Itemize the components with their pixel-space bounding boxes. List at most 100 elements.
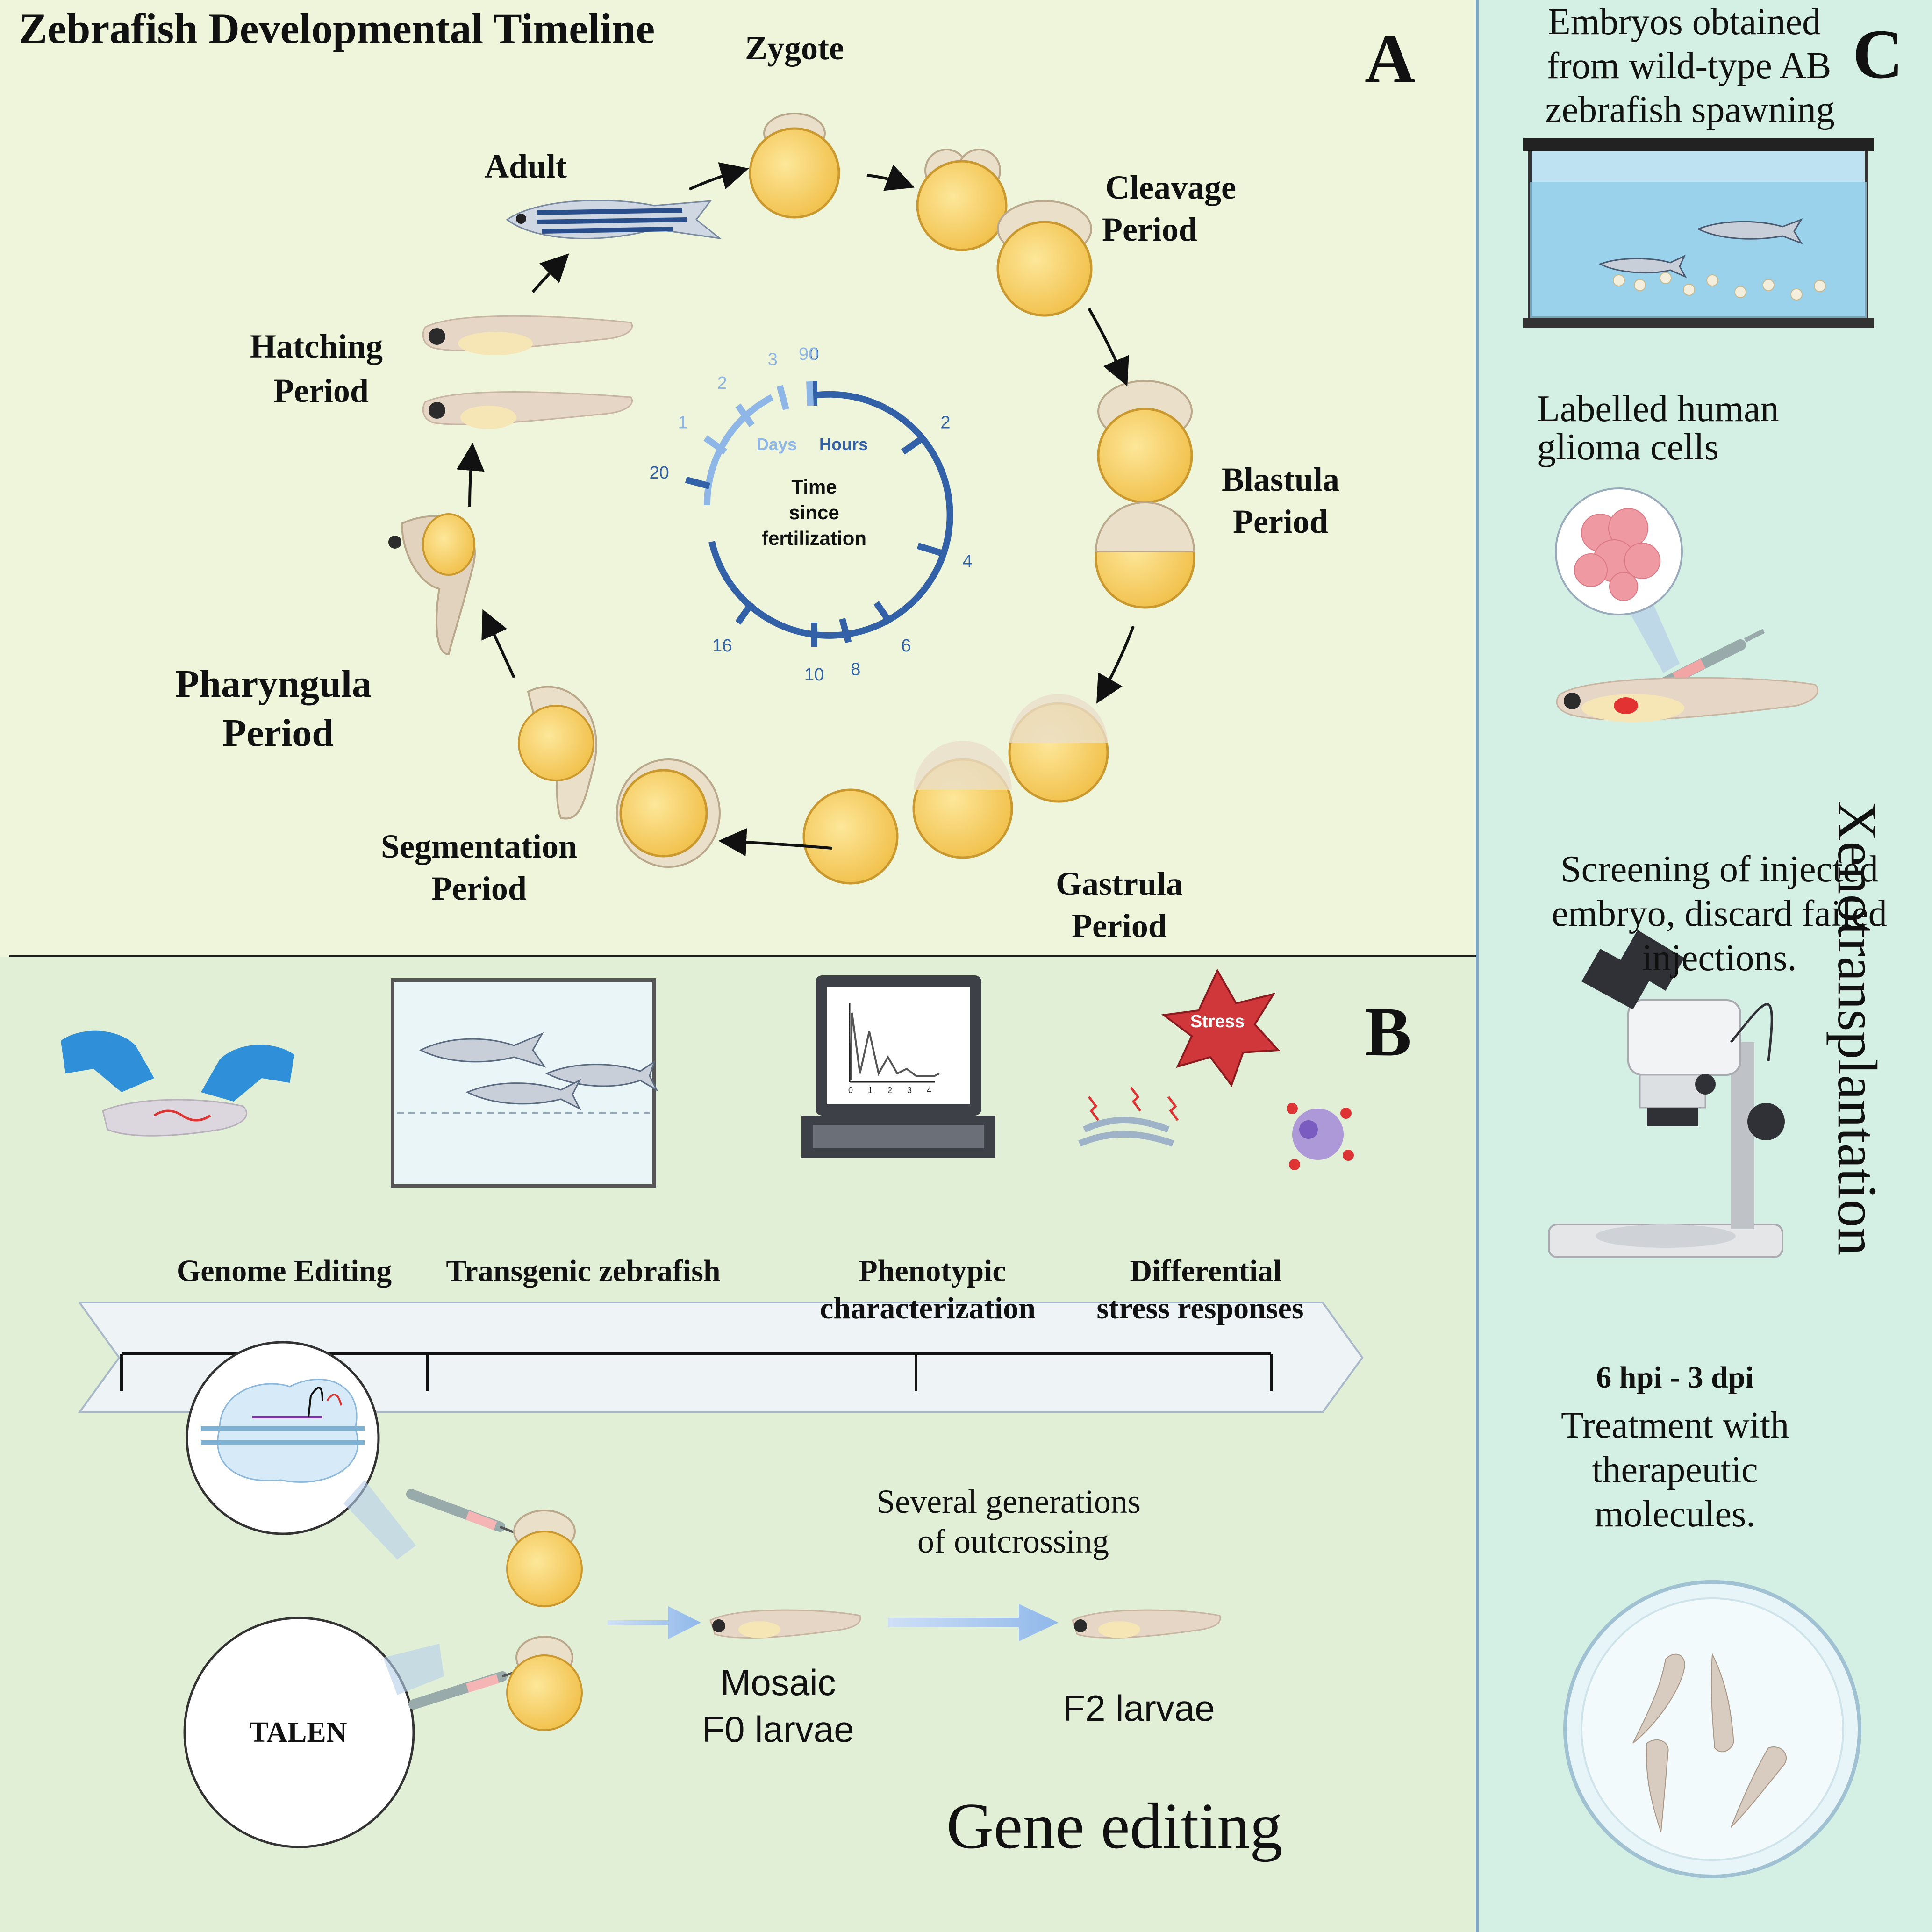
arrow-pharyngula-hatching [456,443,485,508]
injected-embryo-2 [506,1636,583,1731]
hatching-larva-1 [422,315,633,355]
outcrossing-label-1: Several generations [876,1483,1141,1520]
step-differential-2: stress responses [1096,1291,1304,1325]
clock-center-2: since [789,501,839,523]
petri-dish-icon [1563,1580,1861,1878]
embryos-label-2: from wild-type AB [1546,45,1832,86]
glioma-cells-icon [1555,487,1683,673]
panel-c-artwork [1523,138,1874,1878]
panel-divider [9,955,1476,957]
cycle-arrows [456,162,1135,856]
syringe-1 [406,1489,524,1538]
aquarium-icon [1523,138,1874,328]
hour-tick-label-10: 10 [804,665,824,685]
arrow-to-f0 [608,1606,701,1639]
step-differential-1: Differential [1130,1254,1282,1288]
label-gastrula-1: Gastrula [1055,865,1183,902]
arrow-adult-zygote [688,162,749,191]
glioma-label-2: glioma cells [1537,427,1719,468]
mosaic-f0-label-2: F0 larvae [702,1709,854,1750]
mosaic-f0-label-1: Mosaic [720,1662,836,1703]
clock-days-label: Days [756,435,797,454]
hour-tick-8 [839,618,852,644]
stress-star-icon [1161,968,1281,1088]
er-stress-icon [1078,1087,1179,1147]
panel-c-xenotransplantation: C Embryos obtained from wild-type AB zeb… [1476,0,1932,1932]
hatching-larva-2 [422,391,633,429]
step-phenotypic-1: Phenotypic [859,1254,1006,1288]
step-phenotypic-2: characterization [820,1291,1036,1325]
hour-tick-label-2: 2 [940,413,950,432]
label-hatching-2: Period [273,372,369,409]
mosaic-f0-larva [709,1609,861,1639]
graph-tick-0: 0 [848,1086,853,1095]
screening-label-1: Screening of injected [1560,849,1878,890]
step-transgenic-zebrafish: Transgenic zebrafish [446,1254,721,1288]
f2-larvae-label: F2 larvae [1063,1688,1215,1729]
pharyngula-embryo-1 [518,686,597,820]
hour-tick-label-4: 4 [962,551,972,571]
hour-tick-label-20: 20 [650,463,669,483]
blastula-embryo [1097,380,1193,504]
hour-tick-label-8: 8 [851,659,860,679]
clock-hours-label: Hours [819,435,868,454]
label-adult: Adult [484,148,567,185]
day-tick-2 [735,403,755,427]
arrow-zygote-cleavage [866,165,915,191]
segmentation-embryo [616,758,721,868]
day-tick-label-3: 3 [768,350,778,370]
pharyngula-embryo-2 [388,513,476,656]
cell-stress-icon [1287,1103,1354,1170]
day-tick-1 [703,435,727,455]
label-blastula-1: Blastula [1221,461,1340,498]
gene-editing-caption: Gene editing [946,1790,1283,1862]
day-tick-label-90: 90 [799,344,818,364]
day-tick-90 [806,381,814,406]
label-pharyngula-2: Period [222,711,334,755]
gastrula-embryo-1 [1095,501,1195,609]
adult-zebrafish [506,200,723,240]
arrow-gastrula-segmentation [718,828,832,856]
graph-tick-3: 3 [907,1086,912,1095]
xenotransplantation-title: Xenotransplantation [1826,801,1889,1256]
arrow-hatching-adult [531,253,569,293]
crispr-circle [186,1341,416,1560]
gastrula-embryo-3 [912,741,1013,859]
hour-tick-label-6: 6 [901,636,911,656]
arrow-gastrula-down [1096,625,1135,704]
hour-tick-label-0: 0 [809,344,819,364]
gastrula-embryo-4 [802,788,899,885]
gloved-hands-icon [61,1030,294,1137]
label-cleavage-2: Period [1102,211,1197,248]
label-blastula-2: Period [1233,503,1328,540]
arrow-cleavage-blastula [1088,308,1129,386]
talen-label: TALEN [249,1717,347,1748]
f2-larva [1072,1609,1221,1639]
embryos-label-3: zebrafish spawning [1545,89,1835,130]
hour-tick-16 [735,601,755,625]
arrow-segmentation-pharyngula [481,609,515,679]
cleavage-embryo-multicell [996,200,1093,317]
gastrula-embryo-2 [1008,694,1109,803]
hour-tick-4 [916,543,942,556]
stress-badge-label: Stress [1190,1012,1245,1031]
day-tick-label-1: 1 [678,413,687,432]
label-zygote: Zygote [745,29,844,67]
arrow-to-f2 [888,1604,1059,1641]
microscope-icon [1548,930,1785,1258]
panel-a-title: Zebrafish Developmental Timeline [19,5,655,52]
treatment-label-2: therapeutic [1592,1449,1758,1490]
label-segmentation-1: Segmentation [381,828,577,865]
screening-label-2: embryo, discard failed [1552,893,1887,934]
label-hatching-1: Hatching [250,328,383,365]
hour-tick-label-16: 16 [712,636,732,656]
zygote-embryo [749,113,840,219]
clock-center-3: fertilization [761,527,867,549]
graph-tick-2: 2 [887,1086,892,1095]
